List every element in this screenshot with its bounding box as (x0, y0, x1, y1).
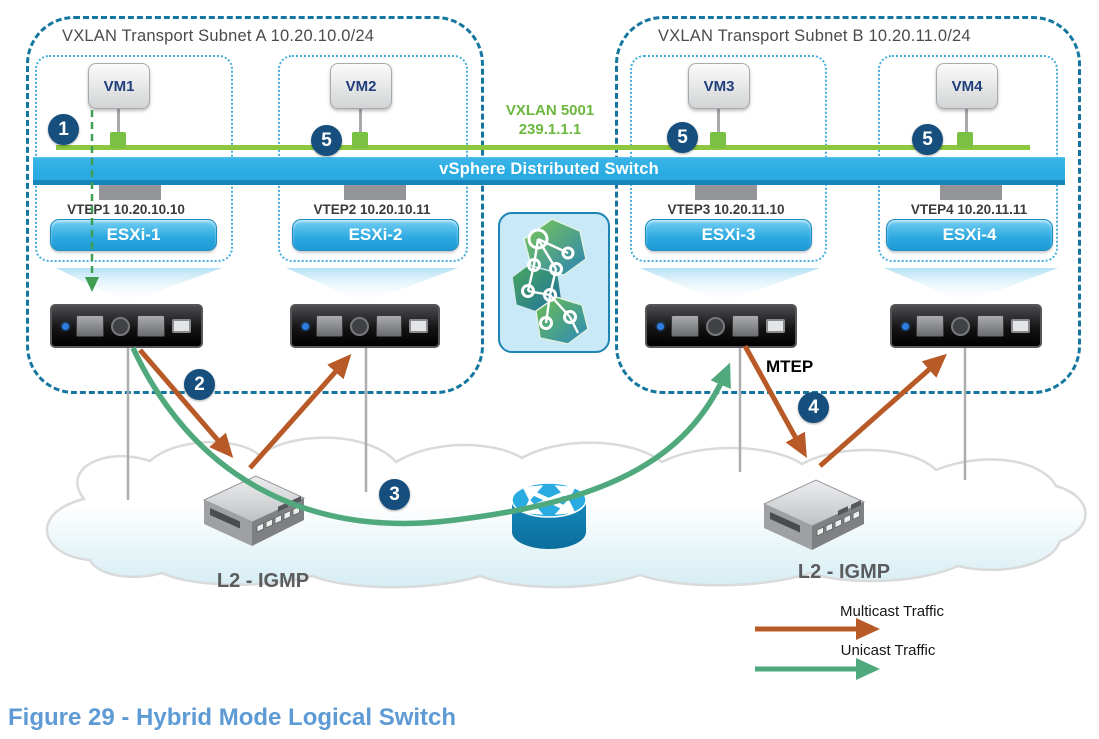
vm2-stem (358, 105, 362, 134)
vtep4-label: VTEP4 10.20.11.11 (910, 202, 1028, 217)
vm1-box: VM1 (88, 63, 150, 109)
host1-uplink-connector (99, 185, 161, 200)
esxi4-badge: ESXi-4 (886, 219, 1053, 251)
vm2-label: VM2 (345, 77, 377, 95)
vxlan-multicast-group: 239.1.1.1 (518, 121, 582, 138)
step-marker-5a: 5 (311, 125, 342, 156)
step-marker-4: 4 (798, 392, 829, 423)
esxi3-badge: ESXi-3 (645, 219, 812, 251)
vm3-label: VM3 (703, 77, 735, 95)
esxi4-label: ESXi-4 (942, 225, 997, 244)
host4-uplink-connector (940, 185, 1002, 200)
subnet-a-title: VXLAN Transport Subnet A 10.20.10.0/24 (62, 27, 375, 45)
vm1-stem (116, 105, 120, 134)
vm1-label: VM1 (103, 77, 135, 95)
logical-switch-icon (511, 217, 589, 345)
vm1-vport (110, 132, 126, 148)
legend-unicast-label: Unicast Traffic (840, 642, 936, 659)
vds-label: vSphere Distributed Switch (439, 159, 659, 178)
server1-led (62, 322, 69, 330)
legend-multicast-label: Multicast Traffic (840, 603, 944, 620)
vm2-vport (352, 132, 368, 148)
server1-bay2 (137, 315, 165, 337)
vm4-box: VM4 (936, 63, 998, 109)
vm4-vport (957, 132, 973, 148)
vm3-vport (710, 132, 726, 148)
vm2-box: VM2 (330, 63, 392, 109)
vtep1-label: VTEP1 10.20.10.10 (67, 202, 185, 217)
server4-led (902, 322, 909, 330)
vm4-stem (964, 105, 968, 134)
l2-switch-right (763, 479, 865, 551)
server1-knob (111, 316, 130, 336)
server4-bay (916, 315, 944, 337)
router-icon (511, 482, 587, 549)
host2-uplink-connector (344, 185, 406, 200)
vtep3-label: VTEP3 10.20.11.10 (667, 202, 785, 217)
step-marker-5b: 5 (667, 122, 698, 153)
vm4-label: VM4 (951, 77, 983, 95)
server2-bay2 (375, 315, 402, 337)
vds-bar: vSphere Distributed Switch (33, 157, 1065, 185)
vm3-stem (716, 105, 720, 134)
server2-bay (316, 315, 343, 337)
figure-caption: Figure 29 - Hybrid Mode Logical Switch (8, 704, 457, 731)
server1-bay (76, 315, 104, 337)
server3-knob (705, 316, 725, 336)
server2-knob (349, 316, 369, 336)
server3-button (766, 319, 785, 333)
esxi2-label: ESXi-2 (348, 225, 403, 244)
step-marker-1: 1 (48, 114, 79, 145)
esxi1-badge: ESXi-1 (50, 219, 217, 251)
server3-bay (671, 315, 699, 337)
server3-led (657, 322, 664, 330)
step-marker-5c: 5 (912, 124, 943, 155)
esxi2-badge: ESXi-2 (292, 219, 459, 251)
l2-igmp-label-right: L2 - IGMP (797, 561, 891, 583)
esxi1-label: ESXi-1 (106, 225, 161, 244)
server-host4 (890, 304, 1042, 348)
server2-button (409, 319, 428, 333)
logical-switch-icon-box (498, 212, 610, 353)
step-marker-3: 3 (379, 479, 410, 510)
subnet-b-title: VXLAN Transport Subnet B 10.20.11.0/24 (658, 27, 971, 45)
server4-button (1011, 319, 1030, 333)
server4-knob (950, 316, 970, 336)
step-marker-2: 2 (184, 369, 215, 400)
server-host2 (290, 304, 440, 348)
l2-switch-left (203, 475, 305, 547)
esxi3-label: ESXi-3 (701, 225, 756, 244)
vm3-box: VM3 (688, 63, 750, 109)
vxlan-id-label: VXLAN 5001 239.1.1.1 (489, 101, 611, 139)
mtep-label: MTEP (766, 357, 814, 376)
server3-bay2 (731, 315, 759, 337)
server4-bay2 (976, 315, 1004, 337)
host3-uplink-connector (695, 185, 757, 200)
server-host1 (50, 304, 203, 348)
vtep2-label: VTEP2 10.20.10.11 (313, 202, 431, 217)
l2-igmp-label-left: L2 - IGMP (216, 570, 310, 592)
server1-button (172, 319, 191, 333)
server2-led (302, 322, 309, 330)
physical-network-cloud (45, 436, 1087, 589)
server-host3 (645, 304, 797, 348)
vxlan-id: VXLAN 5001 (505, 102, 595, 119)
vxlan-segment-line (56, 145, 1030, 150)
